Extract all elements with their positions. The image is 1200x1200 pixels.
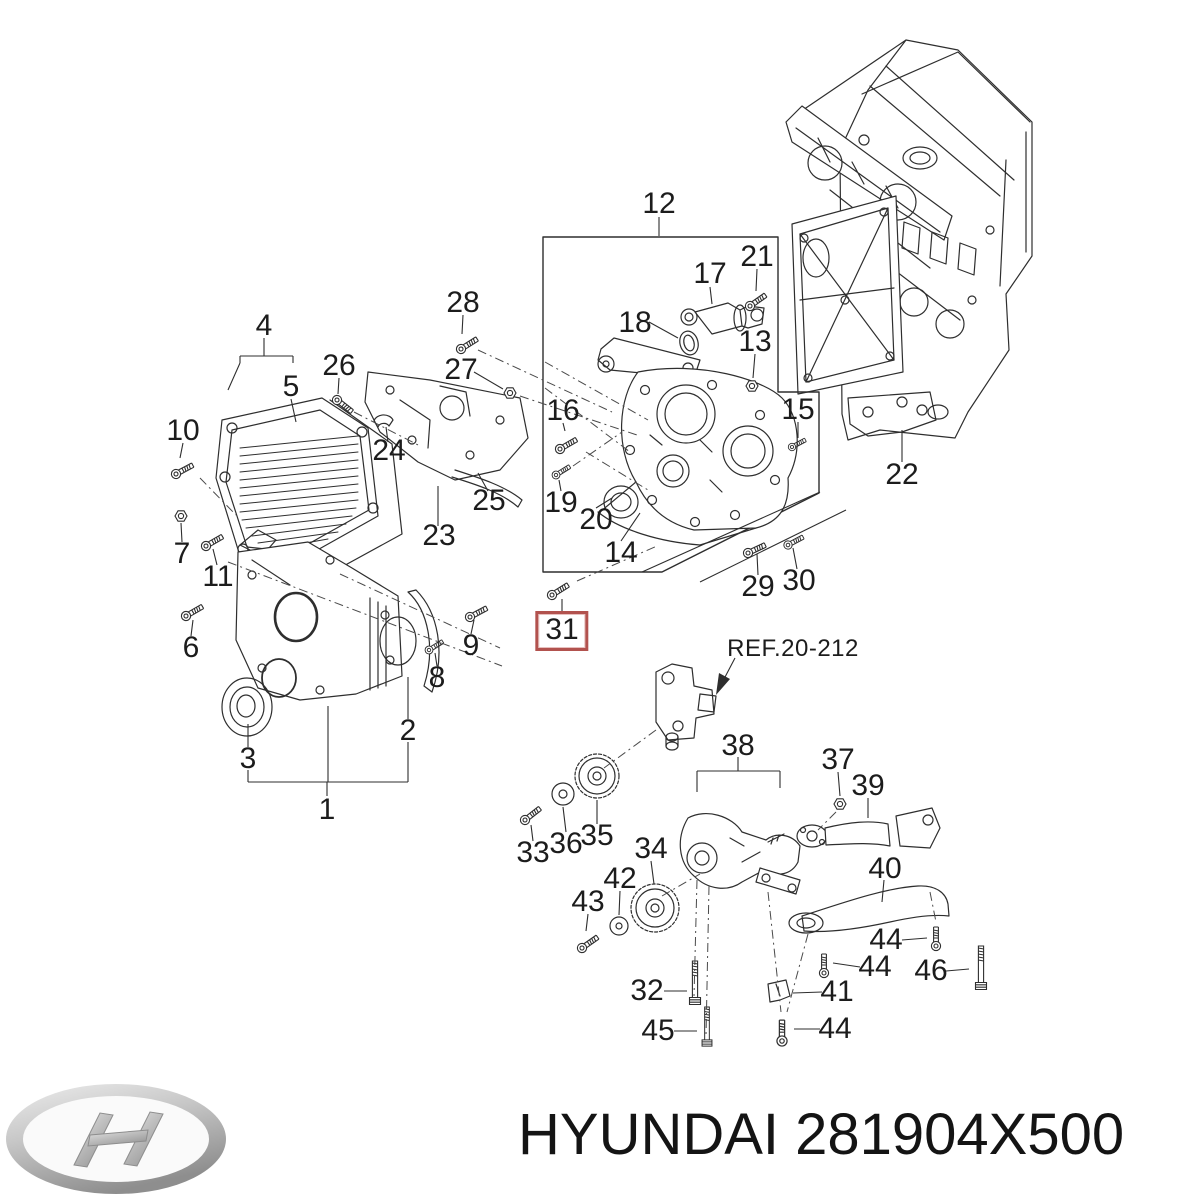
part-label-24: 24 bbox=[372, 434, 406, 467]
part-label-ref-20-212: REF.20-212 bbox=[727, 635, 859, 662]
part-label-2: 2 bbox=[399, 714, 417, 747]
part-label-42: 42 bbox=[603, 862, 637, 895]
part-label-20: 20 bbox=[579, 503, 613, 536]
part-label-1: 1 bbox=[318, 793, 336, 826]
part-label-44: 44 bbox=[869, 923, 903, 956]
timing-chain-cover-drawing bbox=[597, 302, 798, 546]
part-label-21: 21 bbox=[740, 240, 774, 273]
part-label-4: 4 bbox=[255, 309, 273, 342]
part-label-12: 12 bbox=[642, 187, 676, 220]
part-label-8: 8 bbox=[428, 661, 446, 694]
part-label-35: 35 bbox=[580, 819, 614, 852]
part-label-46: 46 bbox=[914, 954, 948, 987]
part-label-39: 39 bbox=[851, 769, 885, 802]
part-label-26: 26 bbox=[322, 349, 356, 382]
group-12-boundary-box bbox=[542, 236, 820, 573]
part-label-33: 33 bbox=[516, 836, 550, 869]
part-label-44-2: 44 bbox=[858, 950, 892, 983]
ref-arrowhead bbox=[716, 673, 730, 695]
inner-cover-plates-drawing bbox=[364, 371, 529, 508]
part-label-41: 41 bbox=[820, 975, 854, 1008]
part-label-32: 32 bbox=[630, 974, 664, 1007]
part-label-28: 28 bbox=[446, 286, 480, 319]
leader-lines bbox=[179, 217, 970, 1032]
part-label-11: 11 bbox=[202, 560, 234, 593]
part-label-40: 40 bbox=[868, 852, 902, 885]
hyundai-logo bbox=[6, 1084, 226, 1194]
part-label-43: 43 bbox=[571, 885, 605, 918]
part-label-7: 7 bbox=[173, 537, 191, 570]
part-label-14: 14 bbox=[604, 536, 638, 569]
part-label-23: 23 bbox=[422, 519, 456, 552]
engine-block-drawing bbox=[785, 39, 1033, 441]
part-label-16: 16 bbox=[546, 394, 580, 427]
part-label-34: 34 bbox=[634, 832, 668, 865]
oil-pump-assembly-drawing bbox=[551, 663, 950, 1003]
part-label-10: 10 bbox=[166, 414, 200, 447]
part-label-44-3: 44 bbox=[818, 1012, 852, 1045]
part-label-30: 30 bbox=[782, 564, 816, 597]
part-label-45: 45 bbox=[641, 1014, 675, 1047]
brand-caption: HYUNDAI 281904X500 bbox=[518, 1101, 1125, 1167]
part-label-27: 27 bbox=[444, 353, 478, 386]
part-label-3: 3 bbox=[239, 742, 257, 775]
part-label-18: 18 bbox=[618, 306, 652, 339]
part-label-37: 37 bbox=[821, 743, 855, 776]
part-label-17: 17 bbox=[693, 257, 727, 290]
part-label-5: 5 bbox=[282, 370, 300, 403]
part-label-6: 6 bbox=[182, 631, 200, 664]
part-label-19: 19 bbox=[544, 486, 578, 519]
part-label-22: 22 bbox=[885, 458, 919, 491]
part-label-15: 15 bbox=[781, 393, 815, 426]
part-label-29: 29 bbox=[741, 570, 775, 603]
part-label-9: 9 bbox=[462, 629, 480, 662]
lower-timing-cover-drawing bbox=[221, 541, 440, 737]
part-label-36: 36 bbox=[549, 827, 583, 860]
part-label-25: 25 bbox=[472, 484, 506, 517]
part-label-38: 38 bbox=[721, 729, 755, 762]
part-label-31: 31 bbox=[535, 611, 589, 651]
alignment-dash-lines bbox=[199, 349, 937, 1037]
part-label-13: 13 bbox=[738, 325, 772, 358]
